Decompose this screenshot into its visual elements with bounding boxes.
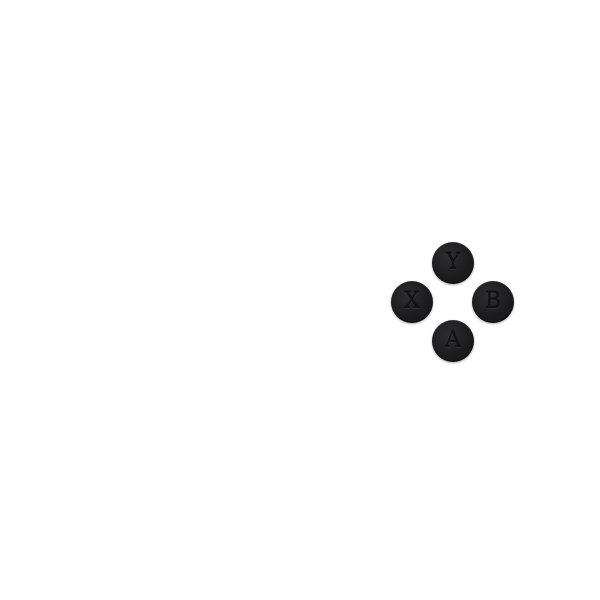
x-button-label: X [404, 289, 420, 314]
y-button[interactable]: Y [432, 242, 474, 284]
x-button[interactable]: X [391, 281, 433, 323]
b-button[interactable]: B [472, 281, 514, 323]
face-button-cluster: Y X B A [388, 238, 518, 368]
a-button-label: A [445, 328, 461, 353]
a-button[interactable]: A [432, 320, 474, 362]
y-button-label: Y [445, 250, 461, 275]
b-button-label: B [484, 289, 502, 314]
